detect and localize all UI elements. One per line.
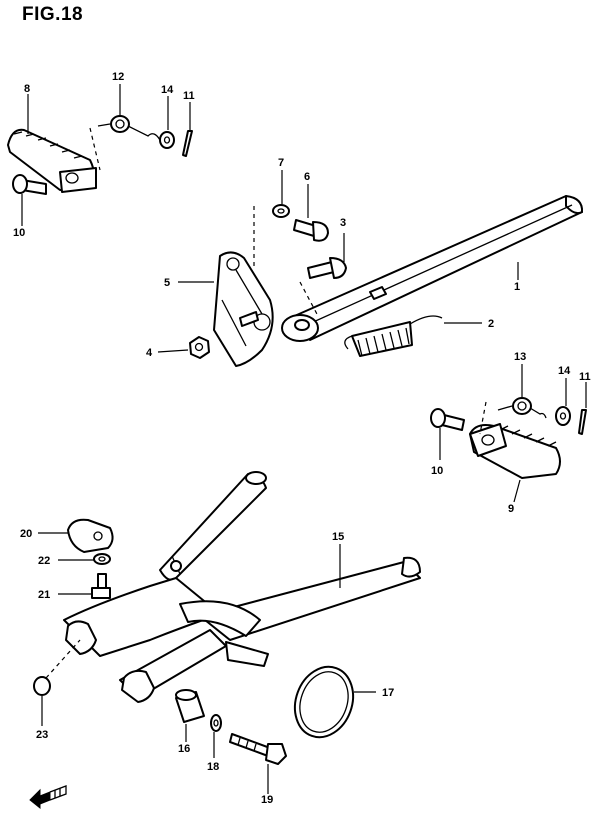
nut-4-part [189,336,210,359]
part-number-11a: 11 [183,90,195,102]
front-arrow-icon [29,785,67,810]
stand-bracket-part [213,251,274,367]
part-number-3: 3 [340,217,346,229]
part-number-13: 13 [514,351,526,363]
part-number-22: 22 [38,555,50,567]
right-footrest-part [469,423,561,479]
stopper-23-part [33,676,51,696]
stand-spring-part [344,315,443,357]
part-number-labels: 1 2 3 4 5 6 7 8 9 10 10 11 11 12 13 14 1… [13,71,591,806]
washer-22-part [93,553,111,565]
part-number-7: 7 [278,157,284,169]
part-number-21: 21 [38,589,50,601]
leader-lines [21,84,587,794]
part-number-19: 19 [261,794,273,806]
left-footrest-part [7,128,97,193]
part-number-4: 4 [146,347,153,359]
part-number-11b: 11 [579,371,591,383]
collar-16-part [175,689,205,723]
part-number-23: 23 [36,729,48,741]
pin-10a-part [12,174,47,195]
bolt-19-part [229,733,287,765]
part-number-14b: 14 [558,365,571,377]
bolt-6-part [293,219,329,242]
center-stand-part [63,471,421,703]
part-number-10a: 10 [13,227,25,239]
part-number-18: 18 [207,761,219,773]
washer-14b-part [555,406,571,426]
side-stand-part [281,195,584,342]
cotter-pin-11b-part [578,409,587,435]
part-number-8: 8 [24,83,30,95]
part-number-12: 12 [112,71,124,83]
part-number-6: 6 [304,171,310,183]
part-number-1: 1 [514,281,520,293]
figure-title: FIG.18 [22,4,84,25]
part-number-17: 17 [382,687,394,699]
o-ring-17-part [293,665,355,739]
washer-14a-part [159,131,175,149]
washer-18-part [210,714,222,732]
cotter-pin-11a-part [182,130,193,157]
clamp-20-part [67,518,114,553]
part-number-5: 5 [164,277,170,289]
bolt-21-part [91,573,111,599]
part-number-2: 2 [488,318,494,330]
part-number-10b: 10 [431,465,443,477]
washer-7-part [272,204,290,218]
bolt-3-part [307,257,347,279]
pin-10b-part [430,408,465,431]
footrest-spring-13-part [497,397,547,419]
footrest-spring-12-part [97,115,161,141]
part-number-16: 16 [178,743,190,755]
part-number-14a: 14 [161,84,174,96]
part-number-15: 15 [332,531,344,543]
part-number-20: 20 [20,528,32,540]
part-number-9: 9 [508,503,514,515]
